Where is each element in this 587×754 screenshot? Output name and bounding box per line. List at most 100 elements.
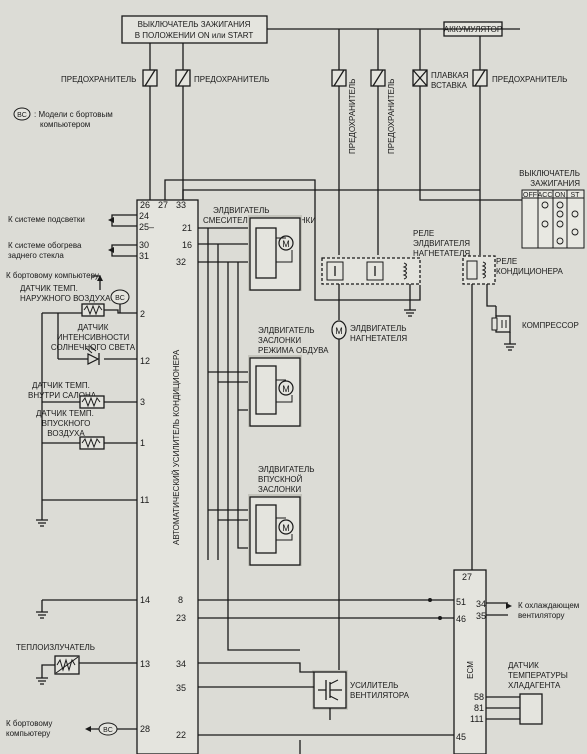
intake-motor-line3: ЗАСЛОНКИ [258, 485, 301, 494]
mix-motor-line1: ЭЛДВИГАТЕЛЬ [213, 206, 269, 215]
ign-switch-line1: ВЫКЛЮЧАТЕЛЬ ЗАЖИГАНИЯ [138, 20, 251, 29]
ambient-sensor: ДАТЧИК ТЕМП. НАРУЖНОГО ВОЗДУХА BC [20, 284, 137, 317]
fuse-label-6: ПРЕДОХРАНИТЕЛЬ [492, 75, 567, 84]
pin-16: 16 [182, 240, 192, 250]
ign-table-title-2: ЗАЖИГАНИЯ [530, 179, 580, 188]
blower-motor-line2: НАГНЕТАТЕЛЯ [350, 334, 407, 343]
pin-13: 13 [140, 659, 150, 669]
intake-door-motor: ЭЛДВИГАТЕЛЬ ВПУСКНОЙ ЗАСЛОНКИ M [248, 465, 314, 566]
refrigerant-line3: ХЛАДАГЕНТА [508, 681, 561, 690]
cooling-pin-34: 34 [476, 599, 486, 609]
mode-motor-line1: ЭЛДВИГАТЕЛЬ [258, 326, 314, 335]
pin-25: 25– [139, 222, 154, 232]
ign-pos-on: ON [555, 192, 566, 199]
ac-relay-line1: РЕЛЕ [496, 257, 517, 266]
ign-switch-line2: В ПОЛОЖЕНИИ ON или START [135, 31, 254, 40]
pin-32: 32 [176, 257, 186, 267]
pin-28: 28 [140, 724, 150, 734]
mode-door-motor: ЭЛДВИГАТЕЛЬ ЗАСЛОНКИ РЕЖИМА ОБДУВА M [248, 326, 329, 427]
pin-31: 31 [139, 251, 149, 261]
blower-relay: РЕЛЕ ЭЛДВИГАТЕЛЯ НАГНЕТАТЕЛЯ [321, 229, 470, 317]
pin-3: 3 [140, 397, 145, 407]
intake-line3: ВОЗДУХА [47, 429, 85, 438]
incar-line2: ВНУТРИ САЛОНА [28, 391, 97, 400]
pin-27: 27 [158, 200, 168, 210]
pin-26: 26 [140, 200, 150, 210]
bc-note-line1: : Модели с бортовым [34, 110, 113, 119]
fusible-link-line1: ПЛАВКАЯ [431, 71, 469, 80]
illumination-label: К системе подсветки [8, 215, 85, 224]
fan-amp-line1: УСИЛИТЕЛЬ [350, 681, 398, 690]
pin-2: 2 [140, 309, 145, 319]
pin-22: 22 [176, 730, 186, 740]
blower-motor: M ЭЛДВИГАТЕЛЬ НАГНЕТАТЕЛЯ [331, 320, 407, 343]
compressor-label: КОМПРЕССОР [522, 321, 579, 330]
ecm-label: ECM [466, 661, 475, 679]
svg-text:M: M [282, 384, 290, 394]
fan-amplifier: УСИЛИТЕЛЬ ВЕНТИЛЯТОРА [312, 670, 410, 710]
defog-line2: заднего стекла [8, 251, 64, 260]
pin-33: 33 [176, 200, 186, 210]
onboard-pc2-line1: К бортовому [6, 719, 52, 728]
intake-sensor: ДАТЧИК ТЕМП. ВПУСКНОГО ВОЗДУХА [36, 409, 137, 450]
ecm-pin-58: 58 [474, 692, 484, 702]
bc-badge: BC [17, 112, 27, 119]
svg-text:M: M [282, 239, 290, 249]
ecm-box [453, 569, 487, 754]
blower-relay-line3: НАГНЕТАТЕЛЯ [413, 249, 470, 258]
bc-note-line2: компьютером [40, 120, 90, 129]
ecm-pin-46: 46 [456, 614, 466, 624]
pin-12: 12 [140, 356, 150, 366]
cooling-fan-line1: К охлаждающем [518, 601, 579, 610]
rear-defogger-output: К системе обогрева заднего стекла [8, 241, 137, 260]
fan-amp-line2: ВЕНТИЛЯТОРА [350, 691, 410, 700]
sun-load-sensor: ДАТЧИК ИНТЕНСИВНОСТИ СОЛНЕЧНОГО СВЕТА [51, 323, 137, 365]
ign-pos-acc: ACC [538, 192, 553, 199]
mix-door-motor: ЭЛДВИГАТЕЛЬ СМЕСИТЕЛЬНОЙ ЗАСЛОНКИ M [203, 206, 316, 291]
fuse-1 [142, 69, 158, 87]
svg-text:M: M [282, 523, 290, 533]
fuse-label-4: ПРЕДОХРАНИТЕЛЬ [387, 79, 396, 154]
ac-amplifier-box [136, 199, 199, 754]
ecm-pin-45: 45 [456, 732, 466, 742]
fuse-2 [175, 69, 191, 87]
ac-relay-line2: КОНДИЦИОНЕРА [496, 267, 564, 276]
pin-8: 8 [178, 595, 183, 605]
refrigerant-sensor: ДАТЧИК ТЕМПЕРАТУРЫ ХЛАДАГЕНТА [486, 661, 568, 725]
blower-relay-line1: РЕЛЕ [413, 229, 434, 238]
onboard-pc2-bc-badge: BC [103, 727, 113, 734]
ignition-switch-table: ВЫКЛЮЧАТЕЛЬ ЗАЖИГАНИЯ OFF ACC ON ST [519, 169, 585, 249]
ign-pos-off: OFF [523, 192, 537, 199]
fuse-label-2: ПРЕДОХРАНИТЕЛЬ [194, 75, 269, 84]
cooling-pin-35: 35 [476, 611, 486, 621]
sun-line2: ИНТЕНСИВНОСТИ [57, 333, 130, 342]
pin-24: 24 [139, 211, 149, 221]
pin-35: 35 [176, 683, 186, 693]
pin-14: 14 [140, 595, 150, 605]
ecm-pin-81: 81 [474, 703, 484, 713]
onboard-pc-label: К бортовому компьютеру [6, 271, 99, 280]
ignition-switch-box: ВЫКЛЮЧАТЕЛЬ ЗАЖИГАНИЯ В ПОЛОЖЕНИИ ON или… [121, 15, 268, 44]
mode-motor-line3: РЕЖИМА ОБДУВА [258, 346, 329, 355]
bc-legend: BC : Модели с бортовым компьютером [13, 107, 113, 129]
fuse-3 [331, 69, 347, 87]
intake-line1: ДАТЧИК ТЕМП. [36, 409, 94, 418]
svg-text:M: M [335, 326, 343, 336]
ambient-line2: НАРУЖНОГО ВОЗДУХА [20, 294, 111, 303]
fusible-link [412, 69, 428, 87]
ign-table-title-1: ВЫКЛЮЧАТЕЛЬ [519, 169, 580, 178]
blower-relay-line2: ЭЛДВИГАТЕЛЯ [413, 239, 470, 248]
fuse-label-3: ПРЕДОХРАНИТЕЛЬ [348, 79, 357, 154]
intake-line2: ВПУСКНОГО [42, 419, 91, 428]
ambient-line1: ДАТЧИК ТЕМП. [20, 284, 78, 293]
sun-line3: СОЛНЕЧНОГО СВЕТА [51, 343, 136, 352]
fuse-6 [472, 69, 488, 87]
heater-core: ТЕПЛОИЗЛУЧАТЕЛЬ [16, 643, 137, 685]
sun-line1: ДАТЧИК [78, 323, 109, 332]
defog-line1: К системе обогрева [8, 241, 82, 250]
cooling-fan-line2: вентилятору [518, 611, 565, 620]
onboard-pc-2: К бортовому компьютеру BC [6, 719, 137, 738]
pin-1: 1 [140, 438, 145, 448]
blower-motor-line1: ЭЛДВИГАТЕЛЬ [350, 324, 406, 333]
intake-motor-line1: ЭЛДВИГАТЕЛЬ [258, 465, 314, 474]
